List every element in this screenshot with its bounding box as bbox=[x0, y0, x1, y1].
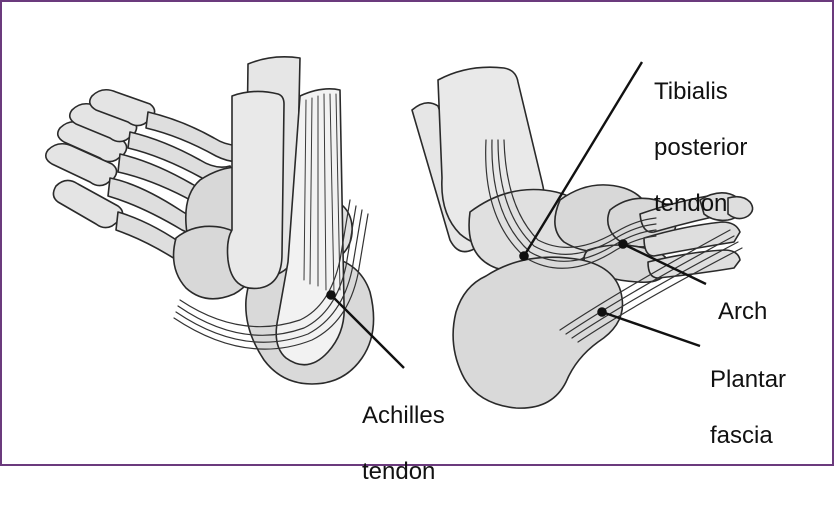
left-foot-tibia bbox=[228, 91, 285, 288]
achilles-label-line-2: tendon bbox=[362, 458, 445, 486]
arch-label-line-1: Arch bbox=[718, 298, 767, 326]
right-foot-calcaneus bbox=[453, 257, 622, 408]
plantar-fascia-label: Plantar fascia bbox=[710, 338, 786, 478]
achilles-label-line-1: Achilles bbox=[362, 402, 445, 430]
plantar-label-line-2: fascia bbox=[710, 422, 786, 450]
tibialis-posterior-tendon-label: Tibialis posterior tendon bbox=[654, 50, 747, 246]
tibialis-label-line-1: Tibialis bbox=[654, 78, 747, 106]
plantar-label-line-1: Plantar bbox=[710, 366, 786, 394]
left-foot-illustration bbox=[46, 57, 374, 384]
tibialis-label-line-3: tendon bbox=[654, 190, 747, 218]
tibialis-label-line-2: posterior bbox=[654, 134, 747, 162]
achilles-tendon-label: Achilles tendon bbox=[362, 374, 445, 514]
